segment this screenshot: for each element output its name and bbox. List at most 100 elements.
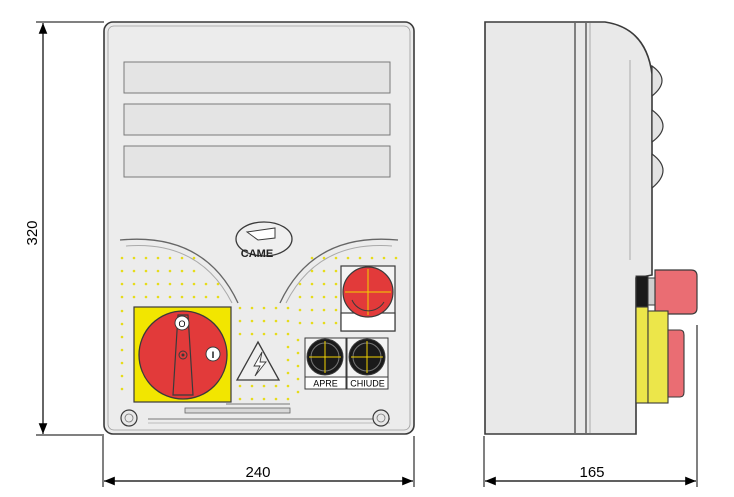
vent-dot	[394, 256, 398, 260]
on-indicator-label: I	[212, 350, 215, 360]
vent-dot	[334, 295, 338, 299]
housing-inner-frame	[107, 25, 411, 431]
vent-dot	[334, 308, 338, 312]
vent-dot	[286, 345, 290, 349]
height-dimension: 320	[24, 21, 104, 436]
bottom-hinge-bar	[184, 407, 291, 414]
close-button-label: CHIUDE	[350, 379, 385, 389]
vent-dot	[382, 256, 386, 260]
vent-dot	[262, 319, 266, 323]
vent-dot	[216, 295, 220, 299]
vent-dot	[250, 332, 254, 336]
dot-grid	[120, 256, 398, 401]
vent-dot	[120, 348, 124, 352]
side-stop-red-head	[654, 269, 698, 315]
vent-dot	[322, 308, 326, 312]
vent-dot	[132, 256, 136, 260]
close-button-label-box	[346, 376, 389, 390]
vent-dot	[296, 390, 300, 394]
logo-text: CAME	[241, 248, 273, 260]
decorative-arc-right-inner	[285, 244, 393, 304]
vent-dot	[250, 397, 254, 401]
vent-dot	[322, 256, 326, 260]
vent-dot	[262, 384, 266, 388]
rotate-arrow-icon	[351, 299, 385, 312]
off-indicator	[174, 315, 190, 331]
vent-dot	[120, 374, 124, 378]
vent-dot	[144, 295, 148, 299]
logo-mark	[245, 227, 276, 241]
vent-dot	[296, 338, 300, 342]
main-switch[interactable]: O I	[133, 306, 232, 403]
vent-dot	[310, 321, 314, 325]
vent-dot	[250, 384, 254, 388]
vent-dot	[156, 256, 160, 260]
depth-dimension: 165	[483, 325, 698, 487]
screw-bottom-right	[372, 409, 390, 427]
side-emergency-stop	[635, 269, 698, 315]
vent-dot	[120, 269, 124, 273]
vent-slot-3	[123, 145, 391, 178]
vent-dot	[298, 295, 302, 299]
lightning-bolt-icon	[253, 351, 267, 377]
vent-dot	[144, 282, 148, 286]
vent-dot	[310, 308, 314, 312]
close-button[interactable]: CHIUDE	[346, 337, 389, 390]
vent-dot	[298, 308, 302, 312]
housing-side	[484, 21, 653, 435]
vent-dot	[192, 295, 196, 299]
vent-dot	[250, 319, 254, 323]
vent-dot	[298, 282, 302, 286]
vent-dot	[296, 364, 300, 368]
vent-dot	[286, 332, 290, 336]
vent-dot	[296, 351, 300, 355]
vent-bump-3	[651, 152, 664, 190]
side-switch-yellow-1	[635, 306, 649, 404]
vent-dot	[310, 295, 314, 299]
vent-slot-2	[123, 103, 391, 136]
side-switch-yellow-2	[647, 310, 669, 404]
vent-dot	[204, 295, 208, 299]
vent-dot	[322, 282, 326, 286]
emergency-stop[interactable]	[340, 265, 396, 332]
vent-dot	[156, 282, 160, 286]
width-dimension-label: 240	[245, 464, 270, 481]
vent-dot	[168, 256, 172, 260]
vent-dot	[168, 282, 172, 286]
vent-dot	[334, 321, 338, 325]
vent-dot	[180, 256, 184, 260]
vent-dot	[168, 295, 172, 299]
vent-dot	[132, 269, 136, 273]
vent-dot	[216, 282, 220, 286]
vent-dot	[334, 256, 338, 260]
side-stop-black-base	[635, 275, 649, 308]
vent-dot	[192, 269, 196, 273]
vent-dot	[274, 306, 278, 310]
vent-dot	[262, 332, 266, 336]
vent-bump-2	[651, 108, 664, 144]
vent-dot	[204, 282, 208, 286]
vent-dot	[262, 306, 266, 310]
vent-dot	[286, 384, 290, 388]
vent-dot	[322, 269, 326, 273]
switch-center-ring	[178, 350, 188, 360]
came-logo: CAME	[235, 221, 293, 260]
vent-dot	[298, 321, 302, 325]
depth-dimension-label: 165	[579, 464, 604, 481]
vent-dot	[238, 384, 242, 388]
vent-dot	[144, 256, 148, 260]
vent-dot	[192, 256, 196, 260]
side-switch-red-handle	[667, 329, 685, 398]
vent-dot	[310, 256, 314, 260]
decorative-arc-left	[119, 238, 239, 304]
vent-dot	[238, 397, 242, 401]
vent-dot	[334, 282, 338, 286]
vent-dot	[250, 306, 254, 310]
vent-dot	[120, 361, 124, 365]
vent-dot	[274, 384, 278, 388]
open-button[interactable]: APRE	[304, 337, 347, 390]
front-view: CAME O I	[103, 21, 415, 435]
vent-dot	[286, 306, 290, 310]
vent-dot	[322, 321, 326, 325]
